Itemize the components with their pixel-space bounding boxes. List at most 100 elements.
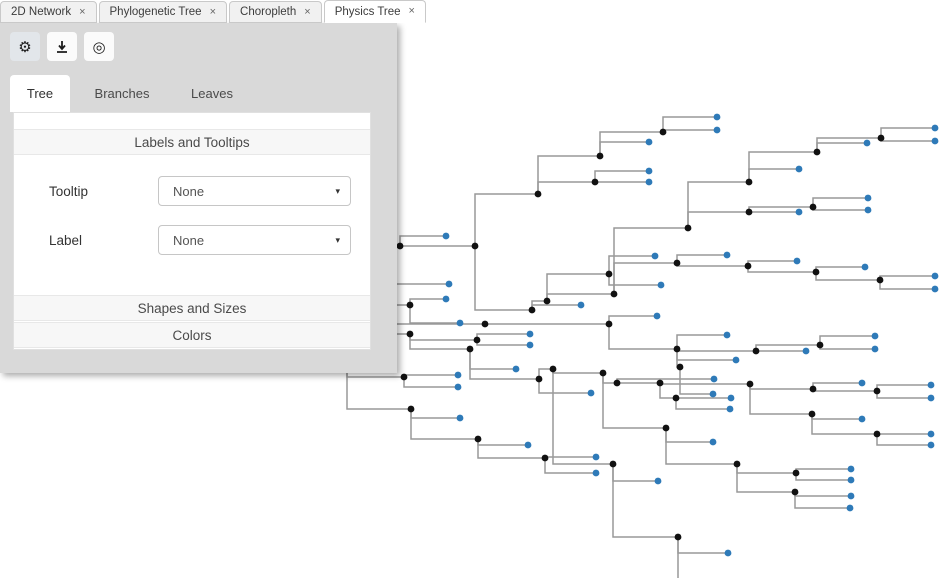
internal-node[interactable] (745, 178, 753, 186)
leaf-node[interactable] (723, 251, 731, 259)
internal-node[interactable] (400, 373, 408, 381)
leaf-node[interactable] (927, 441, 935, 449)
leaf-node[interactable] (732, 356, 740, 364)
section-shapes-and-sizes[interactable]: Shapes and Sizes (14, 295, 370, 321)
leaf-node[interactable] (724, 549, 732, 557)
leaf-node[interactable] (931, 124, 939, 132)
internal-node[interactable] (613, 379, 621, 387)
leaf-node[interactable] (858, 379, 866, 387)
internal-node[interactable] (396, 242, 404, 250)
internal-node[interactable] (543, 297, 551, 305)
tab-leaves[interactable]: Leaves (182, 75, 242, 112)
internal-node[interactable] (591, 178, 599, 186)
internal-node[interactable] (407, 405, 415, 413)
internal-node[interactable] (599, 369, 607, 377)
internal-node[interactable] (676, 363, 684, 371)
internal-node[interactable] (659, 128, 667, 136)
leaf-node[interactable] (654, 477, 662, 485)
leaf-node[interactable] (847, 492, 855, 500)
internal-node[interactable] (541, 454, 549, 462)
internal-node[interactable] (684, 224, 692, 232)
leaf-node[interactable] (927, 381, 935, 389)
internal-node[interactable] (752, 347, 760, 355)
tab-phylogenetic-tree[interactable]: Phylogenetic Tree × (98, 1, 228, 23)
internal-node[interactable] (877, 134, 885, 142)
tab-branches[interactable]: Branches (84, 75, 160, 112)
internal-node[interactable] (809, 203, 817, 211)
leaf-node[interactable] (864, 194, 872, 202)
leaf-node[interactable] (651, 252, 659, 260)
internal-node[interactable] (673, 259, 681, 267)
leaf-node[interactable] (445, 280, 453, 288)
internal-node[interactable] (876, 276, 884, 284)
internal-node[interactable] (605, 270, 613, 278)
tab-2d-network[interactable]: 2D Network × (0, 1, 97, 23)
tooltip-select[interactable]: None ▾ (158, 176, 351, 206)
leaf-node[interactable] (524, 441, 532, 449)
internal-node[interactable] (610, 290, 618, 298)
close-tab-icon[interactable]: × (79, 5, 86, 18)
internal-node[interactable] (809, 385, 817, 393)
leaf-node[interactable] (710, 375, 718, 383)
label-select[interactable]: None ▾ (158, 225, 351, 255)
leaf-node[interactable] (592, 453, 600, 461)
internal-node[interactable] (596, 152, 604, 160)
internal-node[interactable] (609, 460, 617, 468)
leaf-node[interactable] (592, 469, 600, 477)
internal-node[interactable] (406, 301, 414, 309)
leaf-node[interactable] (526, 330, 534, 338)
leaf-node[interactable] (871, 345, 879, 353)
internal-node[interactable] (605, 320, 613, 328)
internal-node[interactable] (873, 430, 881, 438)
internal-node[interactable] (534, 190, 542, 198)
leaf-node[interactable] (653, 312, 661, 320)
leaf-node[interactable] (645, 138, 653, 146)
leaf-node[interactable] (927, 430, 935, 438)
close-tab-icon[interactable]: × (304, 5, 311, 18)
leaf-node[interactable] (645, 167, 653, 175)
internal-node[interactable] (816, 341, 824, 349)
leaf-node[interactable] (858, 415, 866, 423)
leaf-node[interactable] (846, 504, 854, 512)
leaf-node[interactable] (931, 137, 939, 145)
internal-node[interactable] (808, 410, 816, 418)
leaf-node[interactable] (456, 319, 464, 327)
leaf-node[interactable] (645, 178, 653, 186)
internal-node[interactable] (873, 387, 881, 395)
download-button[interactable] (47, 32, 77, 61)
leaf-node[interactable] (864, 206, 872, 214)
leaf-node[interactable] (795, 165, 803, 173)
center-view-button[interactable]: ◎ (84, 32, 114, 61)
leaf-node[interactable] (442, 295, 450, 303)
leaf-node[interactable] (454, 371, 462, 379)
internal-node[interactable] (406, 330, 414, 338)
leaf-node[interactable] (861, 263, 869, 271)
internal-node[interactable] (792, 469, 800, 477)
leaf-node[interactable] (709, 390, 717, 398)
internal-node[interactable] (528, 306, 536, 314)
internal-node[interactable] (674, 533, 682, 541)
leaf-node[interactable] (871, 332, 879, 340)
section-colors[interactable]: Colors (14, 322, 370, 348)
leaf-node[interactable] (847, 476, 855, 484)
internal-node[interactable] (473, 336, 481, 344)
leaf-node[interactable] (863, 139, 871, 147)
leaf-node[interactable] (657, 281, 665, 289)
internal-node[interactable] (673, 345, 681, 353)
internal-node[interactable] (656, 379, 664, 387)
leaf-node[interactable] (713, 113, 721, 121)
leaf-node[interactable] (709, 438, 717, 446)
leaf-node[interactable] (795, 208, 803, 216)
leaf-node[interactable] (847, 465, 855, 473)
leaf-node[interactable] (442, 232, 450, 240)
close-tab-icon[interactable]: × (408, 5, 415, 17)
leaf-node[interactable] (931, 285, 939, 293)
internal-node[interactable] (745, 208, 753, 216)
leaf-node[interactable] (802, 347, 810, 355)
internal-node[interactable] (813, 148, 821, 156)
leaf-node[interactable] (526, 341, 534, 349)
tab-choropleth[interactable]: Choropleth × (229, 1, 322, 23)
close-tab-icon[interactable]: × (209, 5, 217, 18)
leaf-node[interactable] (713, 126, 721, 134)
leaf-node[interactable] (931, 272, 939, 280)
